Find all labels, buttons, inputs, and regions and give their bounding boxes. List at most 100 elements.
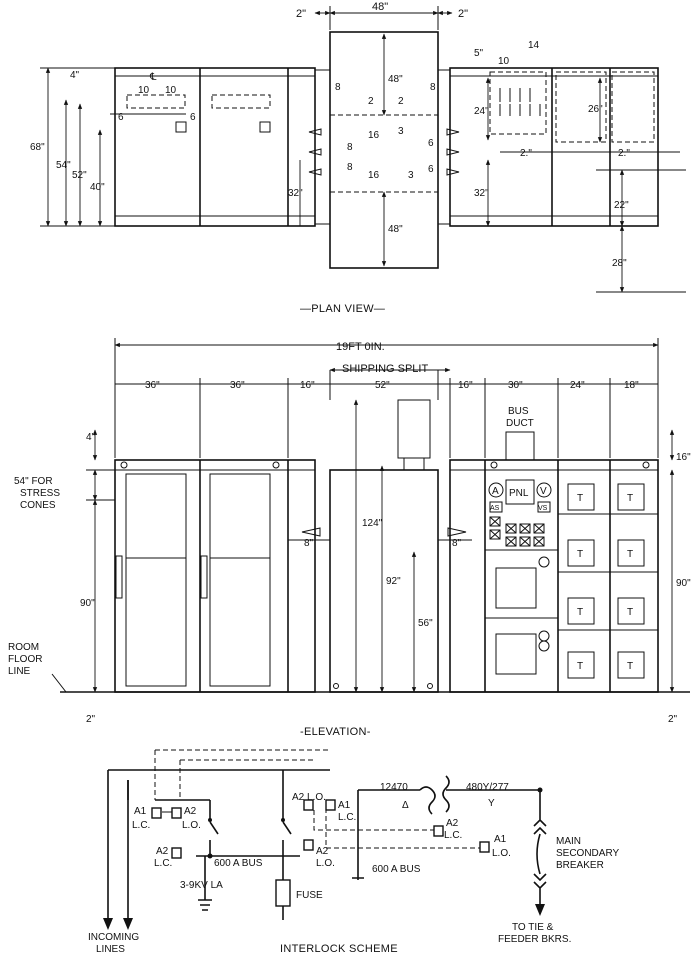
feeder-t-6: T: [627, 607, 633, 618]
relay-grid: [489, 516, 545, 547]
plan-dim-68: 68": [30, 142, 45, 153]
feeder-breaker-grid: T T T T T T T T: [558, 483, 658, 679]
plan-dim-4: 4": [70, 70, 80, 81]
elev-width-2: 16": [300, 380, 315, 391]
plan-dim-10a: 10: [138, 85, 150, 96]
feeder-t-3: T: [577, 549, 583, 560]
transformer-secondary: [442, 775, 540, 813]
elev-dim-2-left: 2": [86, 714, 96, 725]
il-wye: Y: [488, 798, 495, 809]
il-a1-lc-mid-a: A1: [338, 800, 351, 811]
elev-dim-4: 4": [86, 432, 96, 443]
plan-dim-6a: 6: [118, 112, 124, 123]
plan-dim-2-left: 2": [296, 8, 306, 20]
il-la: 3-9KV LA: [180, 880, 223, 891]
elev-dim-56: 56": [418, 618, 433, 629]
il-a2-lc-right-b: L.C.: [444, 830, 462, 841]
plan-dim-26: 26": [588, 104, 603, 115]
incoming-arrows: [103, 918, 133, 930]
il-main-3: BREAKER: [556, 860, 604, 871]
plan-center-cubicle: [329, 31, 439, 269]
il-fuse: FUSE: [296, 890, 323, 901]
feeder-t-5: T: [577, 607, 583, 618]
elev-width-1: 36": [230, 380, 245, 391]
svg-text:A: A: [492, 486, 499, 497]
plan-dim-48: 48": [372, 1, 388, 13]
bus-duct-label-1: BUS: [508, 406, 529, 417]
ammeter-icon: [488, 482, 504, 498]
interlock-caption: INTERLOCK SCHEME: [280, 943, 398, 955]
plan-cl: ℄: [149, 72, 157, 83]
plan-dim-52: 52": [72, 170, 87, 181]
bus-duct-label-2: DUCT: [506, 418, 534, 429]
plan-dim-10b: 10: [165, 85, 177, 96]
elev-width-dims: 36" 36" 16" 52" 16" 30" 24" 18": [145, 380, 639, 391]
room-floor-2: FLOOR: [8, 654, 42, 665]
il-a1-lc-a: A1: [134, 806, 147, 817]
transformer-primary: [419, 786, 436, 815]
plan-dim-32b: 32": [474, 188, 489, 199]
il-delta: Δ: [402, 800, 409, 811]
interlock-scheme: A1 L.C. A2 L.O. A2 L.C. 600 A BUS 3-9KV …: [88, 749, 619, 955]
plan-dim-2d: 2.": [618, 148, 630, 159]
il-a2-lo-mid: A2 L.O.: [292, 792, 326, 803]
elev-dim-90-left: 90": [80, 598, 95, 609]
il-a1-lc-b: L.C.: [132, 820, 150, 831]
plan-dim-8c: 8: [347, 142, 353, 153]
plan-right-lineup: [449, 67, 659, 227]
elev-left-cabinets: [114, 459, 316, 693]
il-main-2: SECONDARY: [556, 848, 619, 859]
il-480: 480Y/277: [466, 782, 509, 793]
instrument-panel: A PNL V AS VS: [485, 479, 558, 675]
il-a2-lc-left-b: L.C.: [154, 858, 172, 869]
plan-dim-2a: 2: [368, 96, 374, 107]
plan-dim-3a: 3: [398, 126, 404, 137]
plan-dim-32a: 32": [288, 188, 303, 199]
il-12470: 12470: [380, 782, 408, 793]
elev-width-4: 16": [458, 380, 473, 391]
stress-cones-3: CONES: [20, 500, 56, 511]
plan-dim-54: 54": [56, 160, 71, 171]
fuse-icon: [275, 879, 291, 907]
elev-dim-90-right: 90": [676, 578, 691, 589]
plan-dim-16a: 16: [368, 130, 380, 141]
il-incoming-1: INCOMING: [88, 932, 139, 943]
elev-pothead-box: [397, 399, 431, 459]
elev-width-6: 24": [570, 380, 585, 391]
plan-dim-28: 28": [612, 258, 627, 269]
elev-shipping-split: SHIPPING SPLIT: [342, 363, 428, 375]
plan-view: 2" 48" 2" 68" 4" 54" 52" 40" ℄ 10 10 6 6…: [30, 1, 686, 315]
feeder-t-2: T: [627, 493, 633, 504]
il-a1-lo-right-b: L.O.: [492, 848, 511, 859]
plan-dim-6d: 6: [428, 164, 434, 175]
il-a2-lo-a: A2: [184, 806, 197, 817]
plan-dim-24: 24": [474, 106, 489, 117]
svg-text:V: V: [540, 486, 547, 497]
plan-dim-2b: 2: [398, 96, 404, 107]
plan-left-lineup: [114, 67, 316, 227]
il-a2-lc-left-a: A2: [156, 846, 169, 857]
il-to-tie-2: FEEDER BKRS.: [498, 934, 571, 945]
il-a2-lc-right-a: A2: [446, 818, 459, 829]
plan-dim-10c: 10: [498, 56, 510, 67]
plan-dim-2c: 2.": [520, 148, 532, 159]
plan-dim-8b: 8: [430, 82, 436, 93]
feeder-t-7: T: [577, 661, 583, 672]
il-main-1: MAIN: [556, 836, 581, 847]
il-to-tie-1: TO TIE &: [512, 922, 554, 933]
room-floor-1: ROOM: [8, 642, 39, 653]
elev-dim-8-left: 8": [304, 538, 314, 549]
elev-dim-124: 124": [362, 518, 383, 529]
plan-dim-5: 5": [474, 48, 484, 59]
door-handle-1: [115, 555, 123, 599]
ammeter-switch-label: AS: [490, 505, 500, 512]
elev-center-cubicle: [329, 469, 439, 693]
voltmeter-switch-label: VS: [538, 505, 548, 512]
elevation-caption: -ELEVATION-: [300, 726, 371, 738]
il-600a-bus-left: 600 A BUS: [214, 858, 263, 869]
elev-width-7: 18": [624, 380, 639, 391]
bus-duct: [505, 431, 535, 461]
voltmeter-icon: [536, 482, 552, 498]
il-a2-lo-low-a: A2: [316, 846, 329, 857]
